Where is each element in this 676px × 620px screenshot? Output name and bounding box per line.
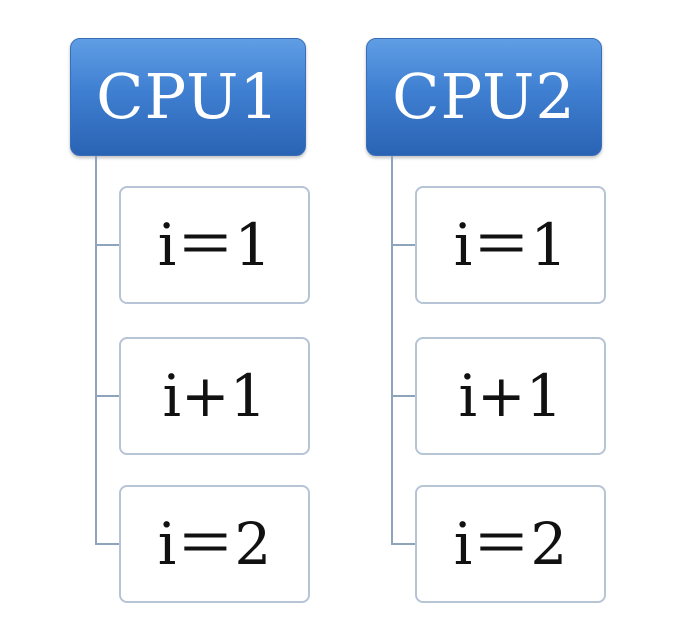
cpu1-header: CPU1 (70, 38, 306, 156)
cpu2-column: CPU2 i＝1 i+1 i＝2 (366, 0, 616, 620)
cpu2-header-label: CPU2 (392, 60, 576, 133)
cpu2-connector-branch (391, 244, 415, 246)
cpu2-step-box: i+1 (415, 337, 606, 455)
cpu1-step-label: i＝2 (157, 510, 272, 578)
cpu2-step-label: i＝2 (453, 510, 568, 578)
cpu2-step-box: i＝1 (415, 186, 606, 304)
cpu1-connector-branch (95, 543, 119, 545)
cpu1-connector-trunk (95, 156, 97, 544)
cpu1-step-box: i＝1 (119, 186, 310, 304)
cpu1-connector-branch (95, 395, 119, 397)
cpu2-connector-trunk (391, 156, 393, 544)
cpu2-step-box: i＝2 (415, 485, 606, 603)
cpu2-header: CPU2 (366, 38, 602, 156)
cpu1-step-label: i＝1 (157, 211, 272, 279)
cpu2-step-label: i+1 (458, 362, 563, 430)
cpu1-step-box: i＝2 (119, 485, 310, 603)
cpu1-column: CPU1 i＝1 i+1 i＝2 (70, 0, 320, 620)
cpu2-connector-branch (391, 395, 415, 397)
cpu1-step-box: i+1 (119, 337, 310, 455)
cpu1-header-label: CPU1 (96, 60, 280, 133)
cpu2-connector-branch (391, 543, 415, 545)
cpu2-step-label: i＝1 (453, 211, 568, 279)
cpu1-connector-branch (95, 244, 119, 246)
cpu1-step-label: i+1 (162, 362, 267, 430)
